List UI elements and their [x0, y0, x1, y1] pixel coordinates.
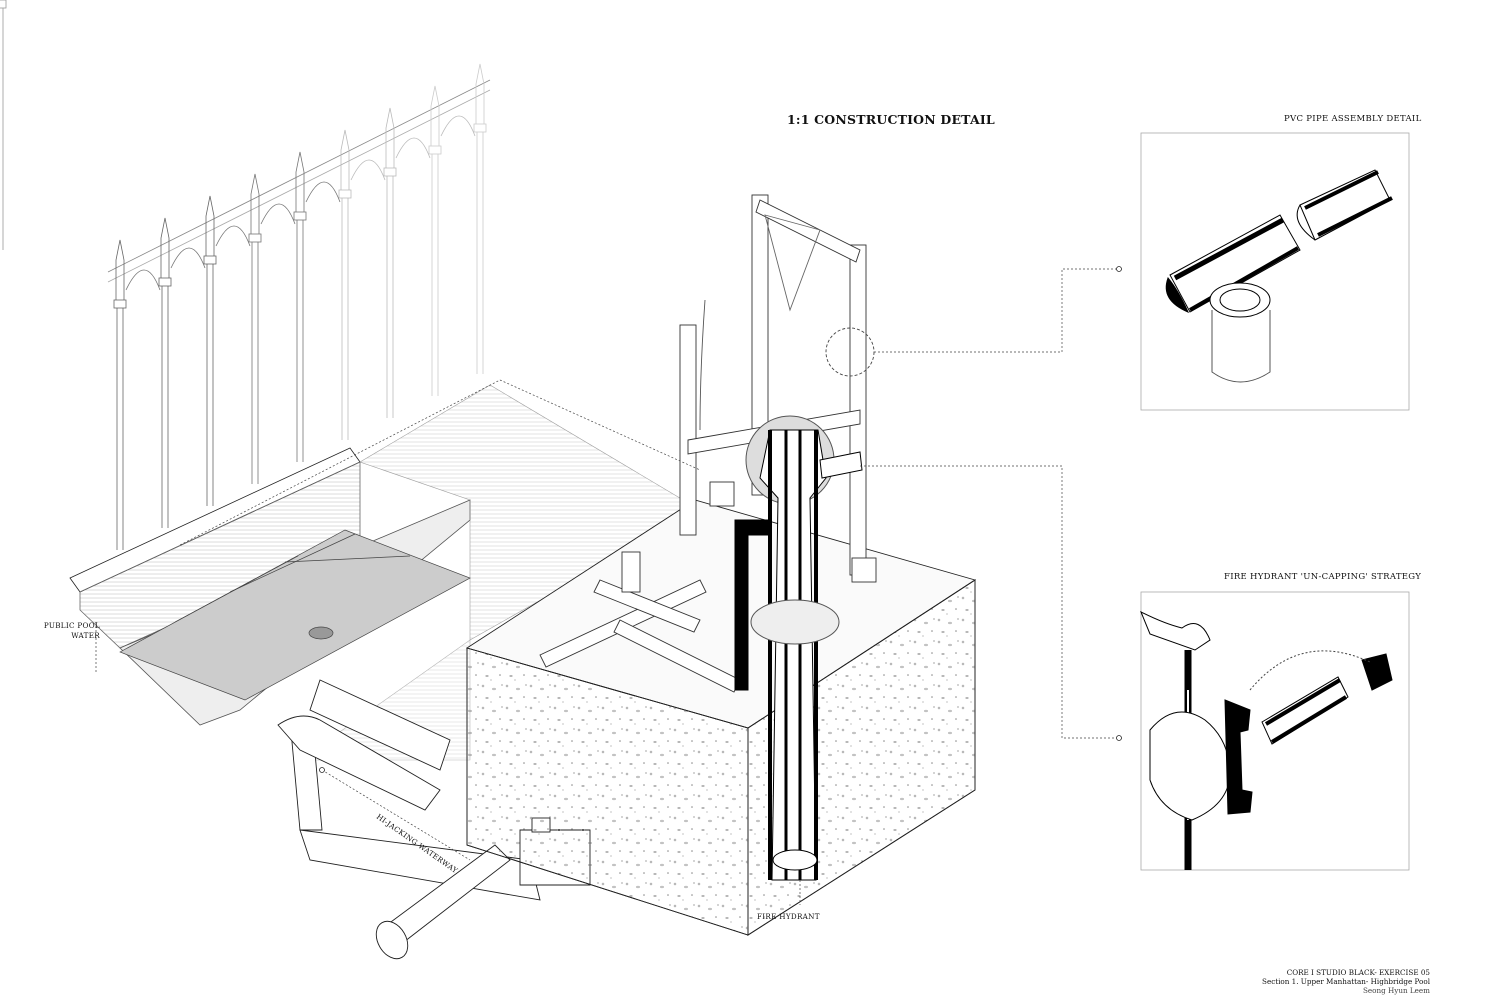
- hydrant-uncapping-box: [1140, 591, 1410, 871]
- pvc-pipe-frame: [539, 194, 877, 693]
- credits-line2: Section 1. Upper Manhattan- Highbridge P…: [1262, 977, 1430, 987]
- pool-label-line2: WATER: [71, 631, 100, 640]
- credits-line1: CORE I STUDIO BLACK- EXERCISE 05: [1286, 968, 1430, 977]
- public-pool-water-label: PUBLIC POOL WATER: [30, 621, 100, 641]
- page-title: 1:1 CONSTRUCTION DETAIL: [787, 112, 995, 127]
- pvc-detail-box: [1140, 132, 1410, 411]
- pool-label-line1: PUBLIC POOL: [43, 621, 100, 630]
- waterway-pipe: [277, 679, 591, 960]
- fire-hydrant-section: [734, 415, 863, 881]
- hydrant-detail-title: FIRE HYDRANT 'UN-CAPPING' STRATEGY: [1224, 572, 1422, 582]
- pvc-detail-title: PVC PIPE ASSEMBLY DETAIL: [1284, 114, 1422, 124]
- drain-grate: [119, 529, 471, 701]
- fire-hydrant-label: FIRE HYDRANT: [757, 912, 820, 921]
- credits-block: CORE I STUDIO BLACK- EXERCISE 05 Section…: [1262, 968, 1430, 996]
- iron-fence: [0, 0, 491, 551]
- leader-lines: [95, 268, 1116, 905]
- credits-line3: Seong Hyun Leem: [1363, 986, 1430, 996]
- leader-dots: [319, 266, 1122, 773]
